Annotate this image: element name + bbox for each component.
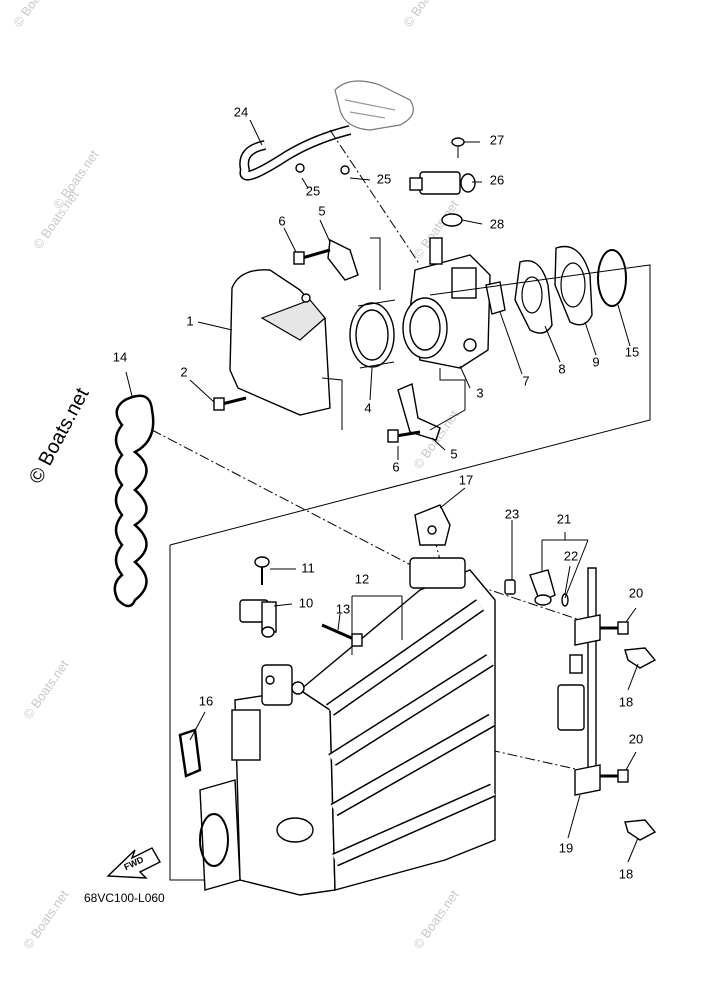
- callout-27: 27: [490, 132, 504, 147]
- callout-22: 22: [564, 548, 578, 563]
- o-ring: [441, 213, 463, 227]
- callout-14: 14: [113, 349, 127, 364]
- callout-24: 24: [234, 104, 248, 119]
- fwd-arrow: FWD: [106, 847, 161, 879]
- callout-28: 28: [490, 216, 504, 231]
- faint-watermark: © Boats.net: [10, 0, 62, 30]
- damper-bracket: [414, 504, 451, 546]
- sensor-screw: [451, 137, 465, 158]
- bolt-lower: [387, 429, 421, 443]
- rail-bolt-2: [600, 769, 629, 783]
- faint-watermark: © Boats.net: [20, 657, 72, 722]
- rail-bolt: [600, 621, 629, 635]
- callout-20-upper: 20: [629, 585, 643, 600]
- callout-16: 16: [199, 693, 213, 708]
- callout-leaders: [125, 119, 639, 863]
- callout-8: 8: [558, 361, 565, 376]
- bracket-lower: [397, 383, 441, 441]
- callout-5-lower: 5: [450, 446, 457, 461]
- callout-5-upper: 5: [318, 203, 325, 218]
- manifold-gasket: [113, 394, 155, 608]
- injector-seal: [561, 593, 569, 607]
- port-gasket: [178, 728, 202, 778]
- injector-cap: [504, 579, 516, 595]
- callout-19: 19: [559, 840, 573, 855]
- o-ring-large: [597, 249, 627, 307]
- hose-clamp: [295, 163, 305, 173]
- sensor-screw-2: [254, 556, 270, 585]
- callout-3: 3: [476, 385, 483, 400]
- callout-18-upper: 18: [619, 694, 633, 709]
- callout-25-left: 25: [306, 183, 320, 198]
- callout-labels: 1 2 3 4 5 5 6 6 7 8 9 10 11 12 13 14 15 …: [113, 104, 643, 881]
- hose-clamp: [340, 165, 350, 175]
- drawing-code: 68VC100-L060: [84, 891, 165, 905]
- callout-17: 17: [459, 472, 473, 487]
- callout-18-lower: 18: [619, 866, 633, 881]
- callout-25-right: 25: [377, 171, 391, 186]
- callout-21: 21: [557, 511, 571, 526]
- long-bolt: [321, 623, 363, 647]
- callout-6-upper: 6: [278, 213, 285, 228]
- faint-watermark: © Boats.net: [410, 887, 462, 952]
- callout-26: 26: [490, 172, 504, 187]
- callout-12: 12: [355, 571, 369, 586]
- intake-silencer: [229, 269, 331, 416]
- fuel-rail: [557, 567, 601, 796]
- bolt-silencer: [213, 396, 247, 411]
- joint-sleeve: [349, 299, 396, 369]
- gasket-hole: [521, 276, 543, 314]
- faint-watermark: © Boats.net: [400, 0, 452, 30]
- bolt-upper: [293, 248, 331, 265]
- gasket-plate-hole: [560, 262, 586, 308]
- hose-clip-2: [624, 819, 657, 841]
- gasket: [514, 260, 553, 334]
- callout-15: 15: [625, 344, 639, 359]
- hose-clip: [624, 647, 657, 669]
- faint-watermark: © Boats.net: [20, 887, 72, 952]
- gasket-plate: [554, 245, 593, 326]
- callout-11: 11: [301, 560, 315, 575]
- callout-23: 23: [505, 506, 519, 521]
- fuel-injector: [529, 569, 556, 606]
- gasket-small: [485, 281, 506, 315]
- boats-net-watermark: © Boats.net: [25, 384, 94, 487]
- callout-7: 7: [522, 373, 529, 388]
- callout-2: 2: [180, 364, 187, 379]
- intake-manifold: [199, 557, 496, 896]
- throttle-sensor: [409, 171, 476, 195]
- callout-20-lower: 20: [629, 731, 643, 746]
- callout-6-lower: 6: [392, 459, 399, 474]
- callout-1: 1: [186, 313, 193, 328]
- callout-10: 10: [299, 595, 313, 610]
- callout-13: 13: [336, 601, 350, 616]
- leader-lines: [151, 129, 651, 881]
- throttle-body: [402, 237, 491, 369]
- callout-9: 9: [592, 354, 599, 369]
- bracket-upper: [327, 238, 359, 281]
- engine-outline: [334, 80, 414, 131]
- hose: [239, 125, 352, 181]
- pressure-sensor: [239, 599, 277, 638]
- callout-4: 4: [364, 400, 371, 415]
